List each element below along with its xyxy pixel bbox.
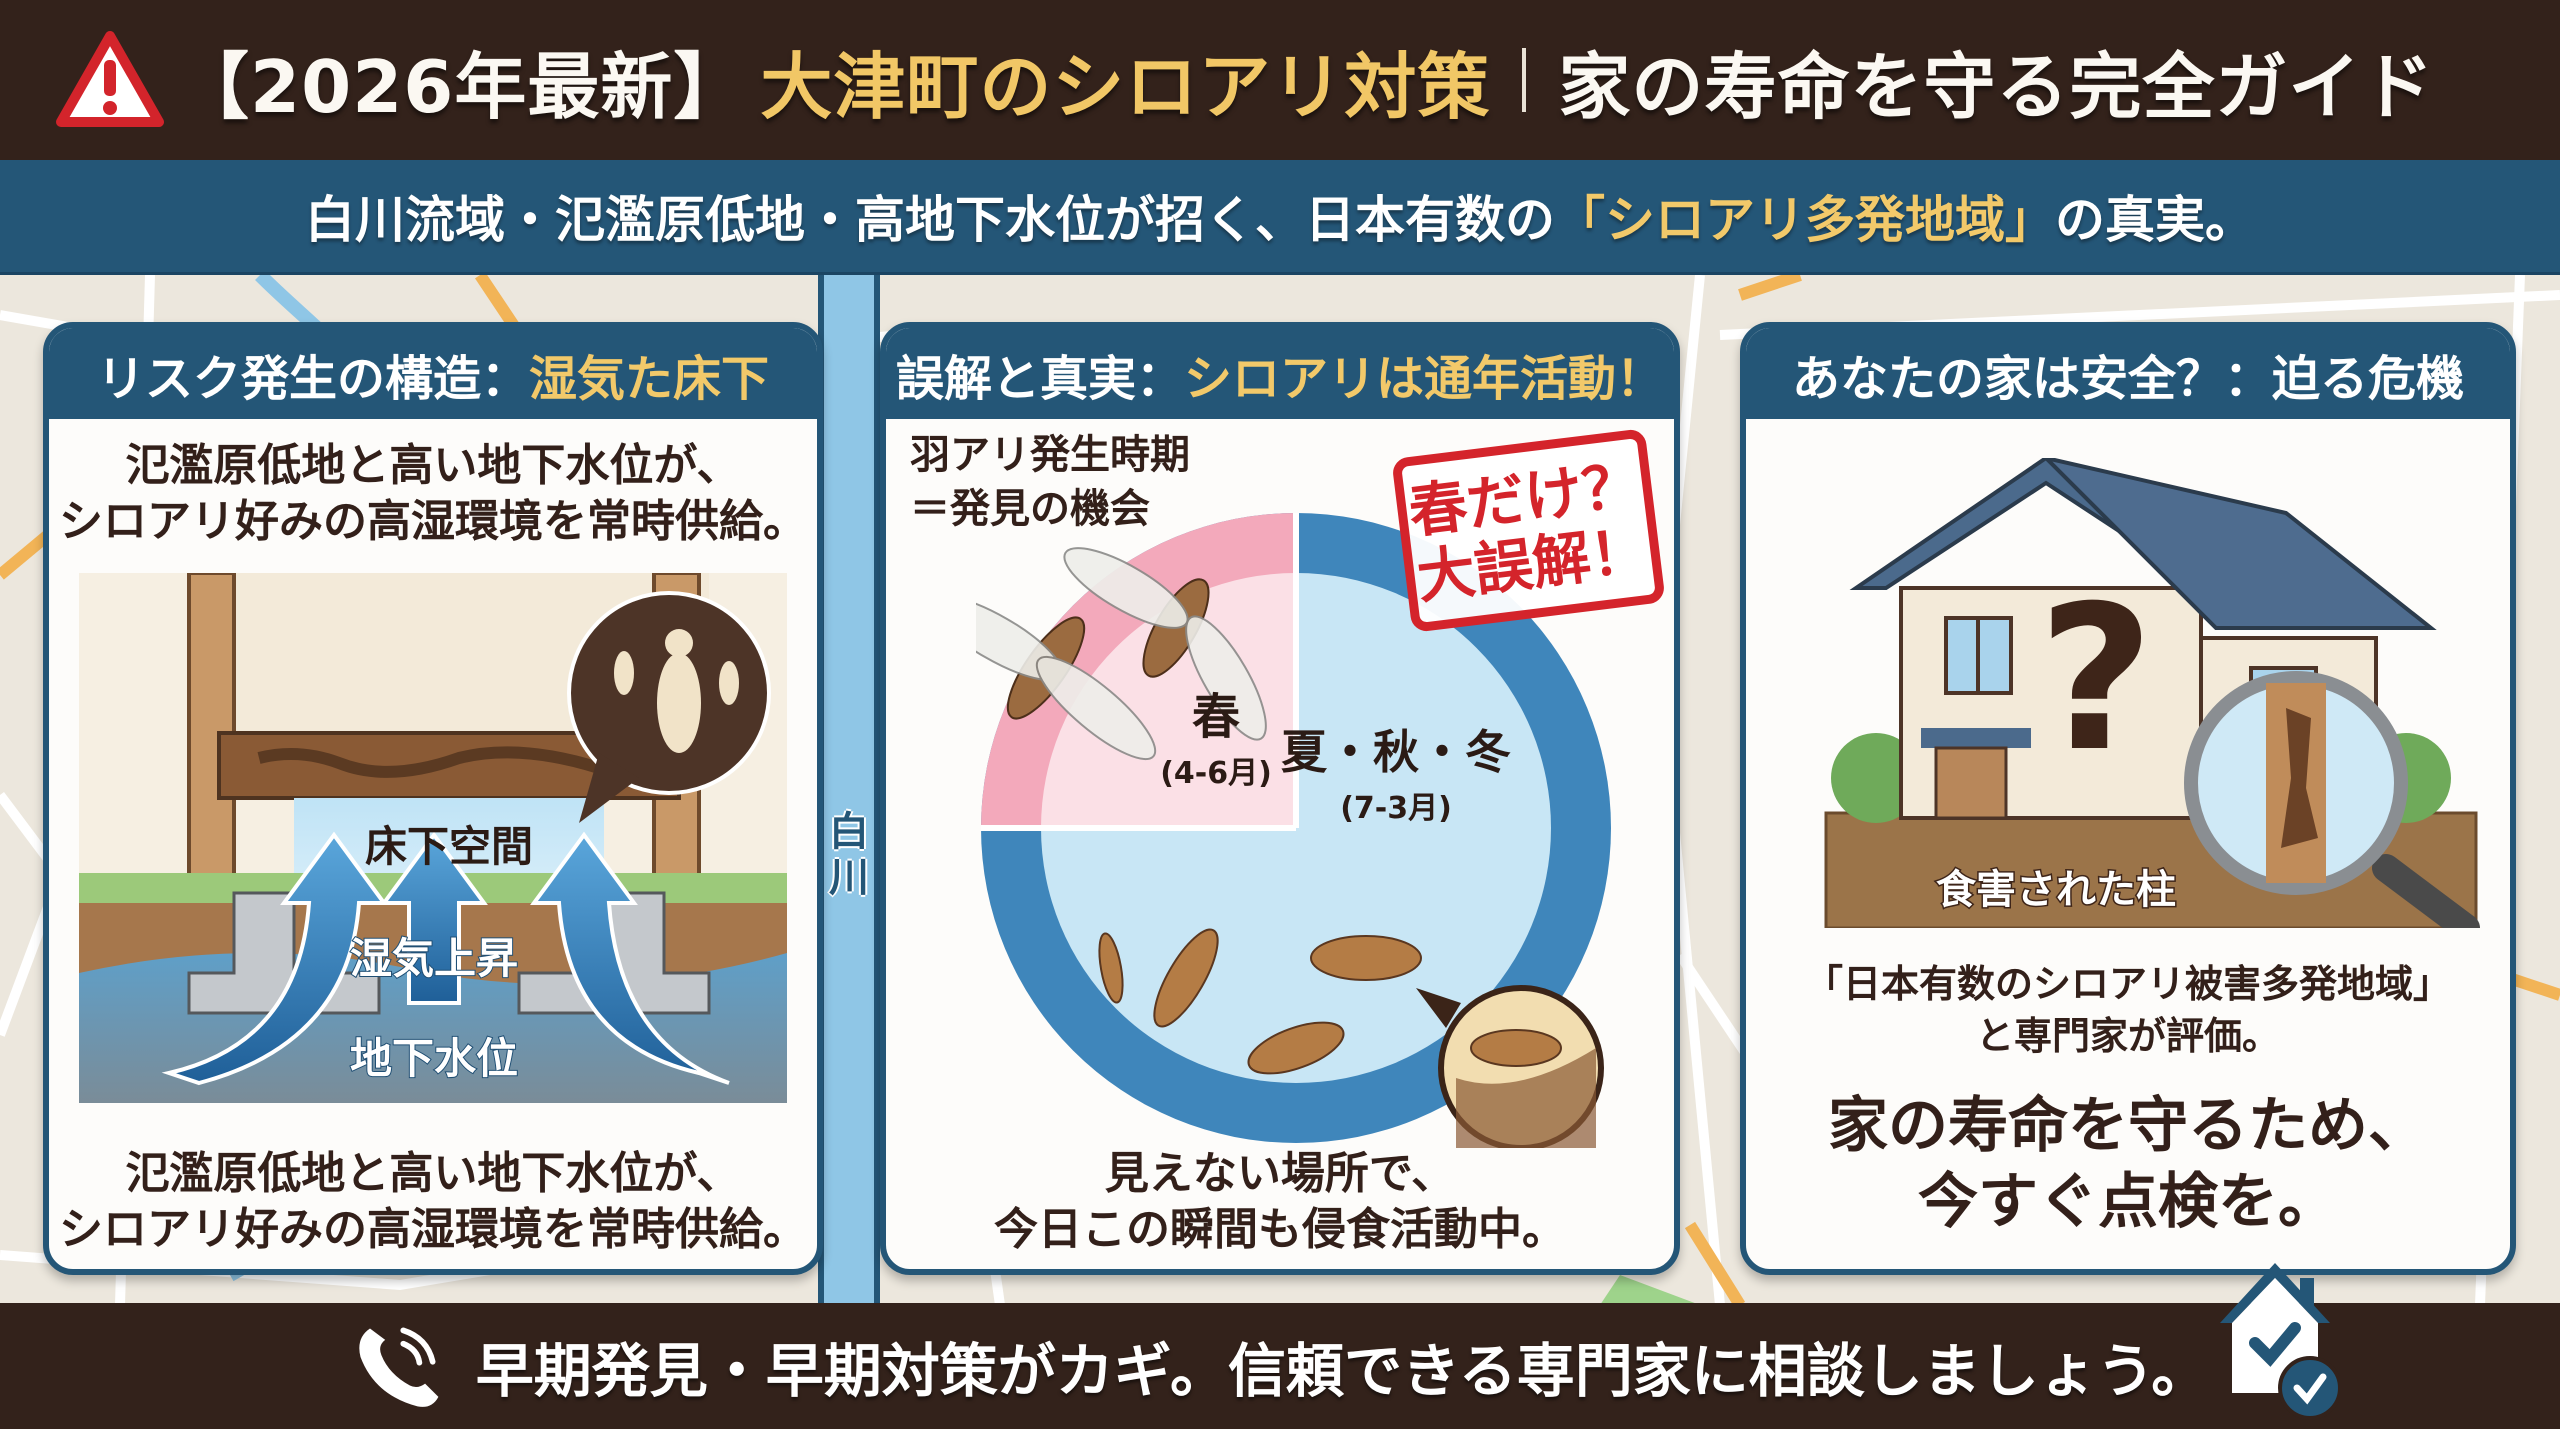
magnifying-glass-icon (2184, 671, 2480, 928)
panel-risk-structure: リスク発生の構造： 湿気た床下 氾濫原低地と高い地下水位が、 シロアリ好みの高湿… (43, 322, 823, 1275)
subtitle-highlight: 「シロアリ多発地域」 (1555, 191, 2055, 249)
house-illustration: ? 食害された柱 (1824, 458, 2480, 928)
panel-house-danger: あなたの家は安全？：迫る危機 ? 食害された柱 「日本有数のシロアリ被害 (1740, 322, 2516, 1275)
question-mark: ? (2038, 563, 2154, 796)
house-check-icon (2220, 1263, 2340, 1420)
title-highlight: 大津町のシロアリ対策 (760, 44, 1491, 129)
svg-text:春: 春 (1192, 689, 1240, 745)
title-banner: 【2026年最新】 大津町のシロアリ対策 家の寿命を守る完全ガイド (0, 0, 2560, 160)
swarm-season-label: 羽アリ発生時期 ＝発見の機会 (910, 432, 1190, 532)
underfloor-illustration: 床下空間 湿気上昇 地下水位 (79, 573, 787, 1103)
eaten-pillar-label: 食害された柱 (1936, 867, 2176, 913)
footer-banner: 早期発見・早期対策がカギ。信頼できる専門家に相談しましょう。 (0, 1263, 2560, 1429)
title-rest: 家の寿命を守る完全ガイド (1558, 44, 2435, 129)
panel-header: リスク発生の構造： 湿気た床下 (49, 328, 817, 419)
underfloor-label: 床下空間 (365, 822, 533, 871)
svg-text:(7-3月): (7-3月) (1340, 791, 1452, 826)
warning-triangle-icon (56, 31, 164, 127)
panel-bottom-text: 氾濫原低地と高い地下水位が、 シロアリ好みの高湿環境を常時供給。 (59, 1148, 807, 1255)
panel-header: 誤解と真実： シロアリは通年活動！ (886, 328, 1674, 419)
river-label: 白 川 (829, 809, 869, 901)
panel-top-text: 氾濫原低地と高い地下水位が、 シロアリ好みの高湿環境を常時供給。 (59, 440, 807, 547)
title-prefix: 【2026年最新】 (177, 44, 747, 129)
call-to-action: 家の寿命を守るため、 今すぐ点検を。 (1828, 1091, 2428, 1237)
panel-bottom-text: 見えない場所で、 今日この瞬間も侵食活動中。 (994, 1148, 1566, 1255)
season-chart: 春 (4-6月) 夏・秋・冬 (7-3月) (976, 513, 1611, 1148)
moisture-rising-label: 湿気上昇 (350, 934, 518, 983)
subtitle-suffix: の真実。 (2055, 191, 2255, 249)
panel-misconception: 誤解と真実： シロアリは通年活動！ (880, 322, 1680, 1275)
panel-header: あなたの家は安全？：迫る危機 (1746, 328, 2510, 419)
svg-text:(4-6月): (4-6月) (1160, 756, 1272, 791)
groundwater-label: 地下水位 (350, 1034, 518, 1083)
subtitle-text: 白川流域・氾濫原低地・高地下水位が招く、日本有数の (305, 191, 1555, 249)
phone-icon (359, 1327, 439, 1407)
subtitle-banner: 白川流域・氾濫原低地・高地下水位が招く、日本有数の 「シロアリ多発地域」 の真実… (0, 160, 2560, 275)
expert-quote: 「日本有数のシロアリ被害多発地域」 と専門家が評価。 (1804, 962, 2451, 1058)
title-divider (1522, 48, 1527, 112)
svg-text:夏・秋・冬: 夏・秋・冬 (1281, 725, 1511, 779)
misconception-stamp: 春だけ？ 大誤解！ (1391, 428, 1666, 633)
footer-text: 早期発見・早期対策がカギ。信頼できる専門家に相談しましょう。 (475, 1337, 2210, 1405)
